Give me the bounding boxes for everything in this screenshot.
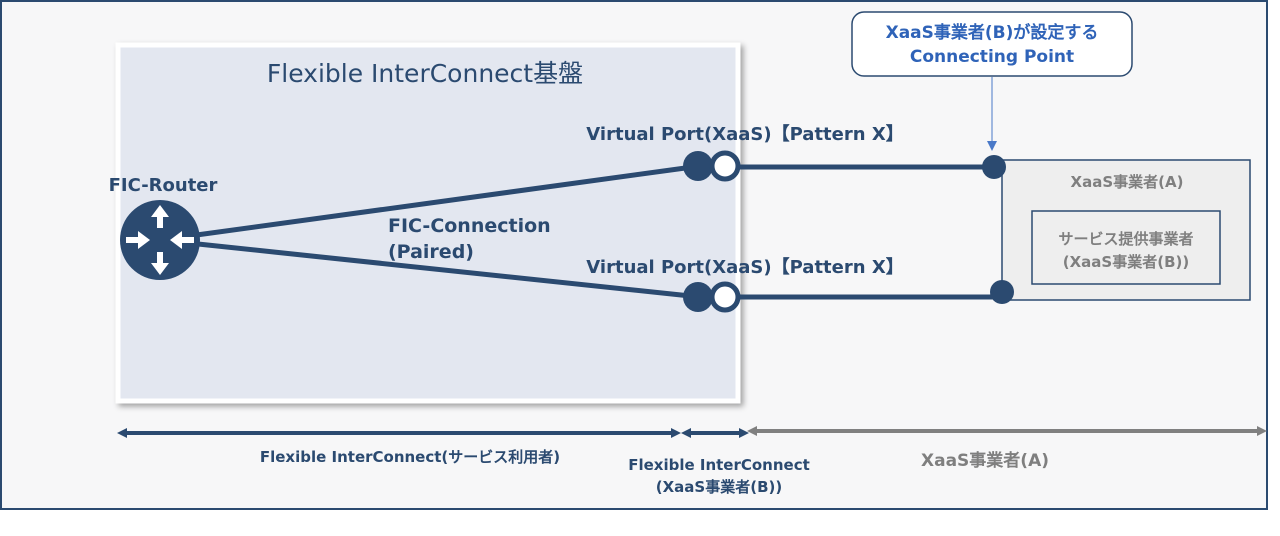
callout-box <box>851 11 1133 77</box>
connecting-point-top <box>982 155 1006 179</box>
virtual-port-top-icon <box>683 150 741 182</box>
range-label-user: Flexible InterConnect(サービス利用者) <box>260 448 560 466</box>
callout-line-2: Connecting Point <box>910 47 1074 67</box>
fic-connection-upper <box>159 163 701 243</box>
range-label-xaas-a: XaaS事業者(A) <box>921 450 1049 471</box>
router-label: FIC-Router <box>109 175 218 196</box>
xaas-a-title: XaaS事業者(A) <box>1071 173 1184 191</box>
platform-title: Flexible InterConnect基盤 <box>267 59 583 88</box>
service-provider-label-1: サービス提供事業者 <box>1058 230 1193 248</box>
range-label-xaas-b-2: (XaaS事業者(B)) <box>656 478 782 496</box>
callout-line-1: XaaS事業者(B)が設定する <box>886 22 1099 43</box>
platform-box <box>115 42 741 404</box>
connection-label-1: FIC-Connection <box>388 215 551 237</box>
router-icon <box>120 200 200 280</box>
service-provider-label-2: (XaaS事業者(B)) <box>1063 253 1189 271</box>
range-label-xaas-b-1: Flexible InterConnect <box>628 456 810 474</box>
connecting-point-bottom <box>990 280 1014 304</box>
virtual-port-bottom-label: Virtual Port(XaaS)【Pattern X】 <box>586 257 903 278</box>
fic-connection-lower <box>159 237 701 300</box>
service-provider-box <box>1031 210 1221 285</box>
virtual-port-bottom-icon <box>683 281 741 313</box>
connection-label-2: (Paired) <box>388 241 474 263</box>
virtual-port-top-label: Virtual Port(XaaS)【Pattern X】 <box>586 124 903 145</box>
